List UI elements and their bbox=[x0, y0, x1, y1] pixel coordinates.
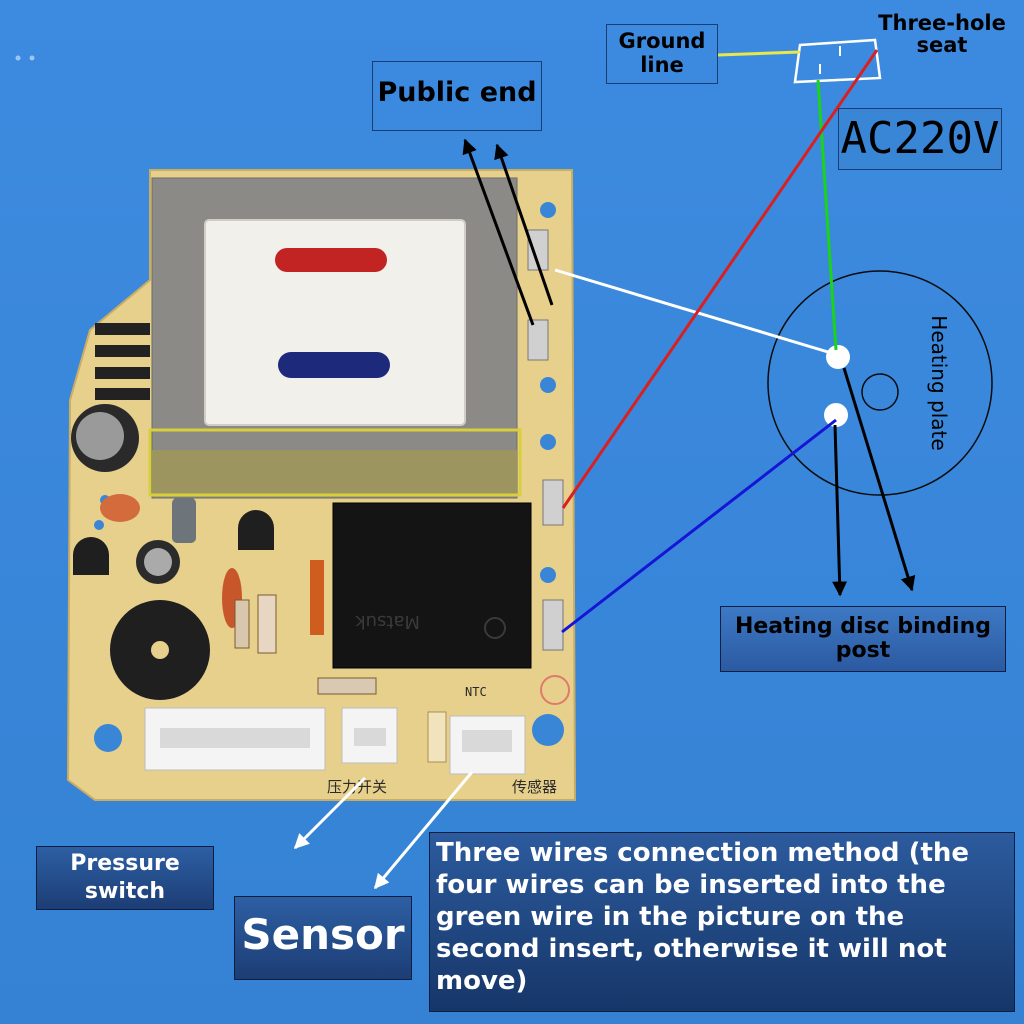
three-hole-seat-label: Three-hole seat bbox=[878, 11, 1006, 57]
three-wires-note: Three wires connection method (the four … bbox=[429, 832, 1015, 1012]
diodes bbox=[95, 323, 150, 400]
heating-disc-binding-post-label: Heating disc binding post bbox=[720, 606, 1006, 672]
relay-label: Matsuk bbox=[355, 611, 420, 632]
relay: Matsuk bbox=[332, 502, 532, 669]
heating-plate-label: Heating plate bbox=[927, 315, 951, 451]
silk-sensor: 传感器 bbox=[512, 778, 557, 796]
heating-plate bbox=[767, 270, 993, 496]
corner-dots bbox=[15, 55, 35, 61]
capacitors bbox=[71, 404, 242, 628]
three-hole-seat-shape bbox=[793, 38, 882, 84]
sensor-label: Sensor bbox=[234, 896, 412, 980]
wires bbox=[554, 49, 879, 634]
ntc-label: NTC bbox=[465, 685, 487, 699]
transformer bbox=[148, 177, 522, 499]
white-arrows bbox=[293, 771, 474, 890]
spade-terminals bbox=[527, 229, 564, 651]
black-arrows bbox=[462, 138, 916, 597]
public-end-label: Public end bbox=[372, 61, 542, 131]
pressure-switch-label: Pressure switch bbox=[36, 846, 214, 910]
ac220v-label: AC220V bbox=[838, 108, 1002, 170]
buzzer bbox=[110, 600, 210, 700]
ground-line-label: Ground line bbox=[606, 24, 718, 84]
small-components bbox=[73, 498, 377, 695]
